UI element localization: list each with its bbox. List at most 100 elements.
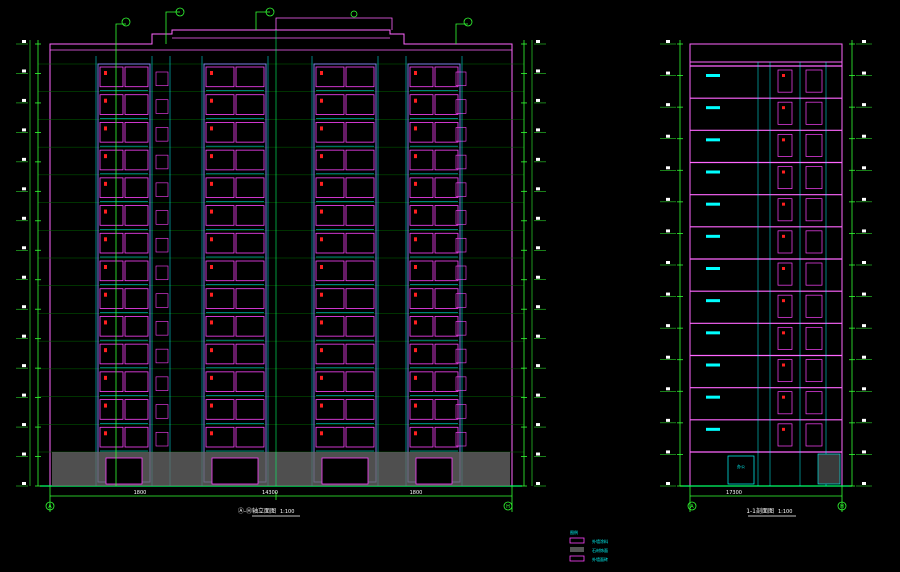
window-handle: [210, 403, 213, 408]
window: [345, 316, 375, 337]
section-door: [777, 391, 793, 415]
side-window: [155, 71, 169, 87]
side-window: [155, 154, 169, 170]
window: [434, 371, 459, 392]
axis-label-right: H: [506, 504, 510, 510]
level-text-mark: [862, 482, 866, 485]
window-handle: [210, 181, 213, 186]
side-window: [455, 293, 467, 308]
window: [409, 94, 434, 115]
window: [235, 426, 265, 448]
section-bottom-dimension: [689, 486, 843, 512]
window: [205, 260, 235, 282]
window: [205, 205, 235, 226]
level-text-mark: [862, 324, 866, 328]
section-floors: [690, 62, 842, 486]
window-handle: [104, 237, 107, 242]
ground-door: [727, 455, 755, 485]
window-handle: [320, 209, 323, 214]
section-window: [805, 133, 823, 157]
side-window: [455, 71, 467, 87]
side-window: [155, 376, 169, 391]
window: [345, 288, 375, 309]
legend-label-3: 外墙面砖: [592, 556, 608, 562]
section-door: [777, 198, 793, 222]
level-text-mark: [862, 103, 866, 107]
level-text-mark: [536, 40, 540, 43]
room-label-mark: [706, 202, 720, 206]
window-handle: [320, 126, 323, 131]
window: [409, 399, 434, 420]
level-text-mark: [22, 40, 26, 43]
window-handle: [210, 71, 213, 75]
elevation-roofline: [49, 29, 513, 486]
window: [345, 205, 375, 226]
window: [124, 94, 149, 115]
section-door-mark: [782, 395, 785, 399]
level-text-mark: [22, 216, 26, 220]
section-door: [777, 359, 793, 383]
window: [124, 177, 149, 198]
room-label-mark: [706, 299, 720, 303]
window: [99, 288, 124, 309]
window-handle: [414, 98, 417, 103]
window: [434, 426, 459, 448]
window: [235, 343, 265, 365]
window: [434, 316, 459, 337]
window: [315, 94, 345, 115]
window: [124, 260, 149, 282]
level-text-mark: [862, 261, 866, 264]
level-text-mark: [666, 134, 670, 138]
window-handle: [320, 348, 323, 353]
section-axis-label-right: H: [840, 504, 844, 510]
window-handle: [320, 98, 323, 103]
window-handle: [104, 431, 107, 436]
section-window: [805, 391, 823, 415]
side-window: [455, 237, 467, 253]
level-text-mark: [536, 423, 540, 427]
section-door: [777, 262, 793, 286]
window: [345, 122, 375, 143]
room-label-mark: [706, 331, 720, 335]
axis-bubble-right: [503, 501, 513, 511]
window: [315, 177, 345, 198]
side-window: [455, 127, 467, 142]
window: [205, 177, 235, 198]
window: [409, 66, 434, 88]
axis-bubble: [463, 17, 473, 27]
window: [99, 149, 124, 171]
window-handle: [414, 265, 417, 269]
window-handle: [320, 154, 323, 159]
window: [205, 426, 235, 448]
level-text-mark: [666, 418, 670, 422]
side-window: [155, 293, 169, 308]
window: [315, 66, 345, 88]
window: [409, 122, 434, 143]
window: [235, 316, 265, 337]
window-handle: [210, 154, 213, 159]
side-window: [155, 431, 169, 447]
level-text-mark: [666, 40, 670, 43]
section-bottom-dim: 17300: [726, 490, 742, 496]
window: [315, 232, 345, 254]
window: [434, 177, 459, 198]
section-door-mark: [782, 299, 785, 303]
section-door-mark: [782, 267, 785, 270]
level-text-mark: [22, 423, 26, 427]
window-handle: [320, 292, 323, 297]
level-text-mark: [22, 69, 26, 73]
section-window: [805, 262, 823, 286]
side-window: [155, 404, 169, 419]
section-door-mark: [782, 74, 785, 77]
front-elevation: 1800 14300 1800 A H Ⓐ-Ⓗ轴立面图 1:100: [16, 7, 546, 517]
window-handle: [210, 126, 213, 131]
axis-bubble-left: [45, 501, 55, 511]
legend-swatch-1: [569, 537, 585, 544]
window-handle: [104, 375, 107, 380]
window-handle: [414, 375, 417, 380]
window: [124, 426, 149, 448]
window-handle: [320, 237, 323, 242]
entrance-door: [415, 457, 453, 485]
axis-bubble: [350, 10, 358, 18]
level-text-mark: [22, 334, 26, 338]
